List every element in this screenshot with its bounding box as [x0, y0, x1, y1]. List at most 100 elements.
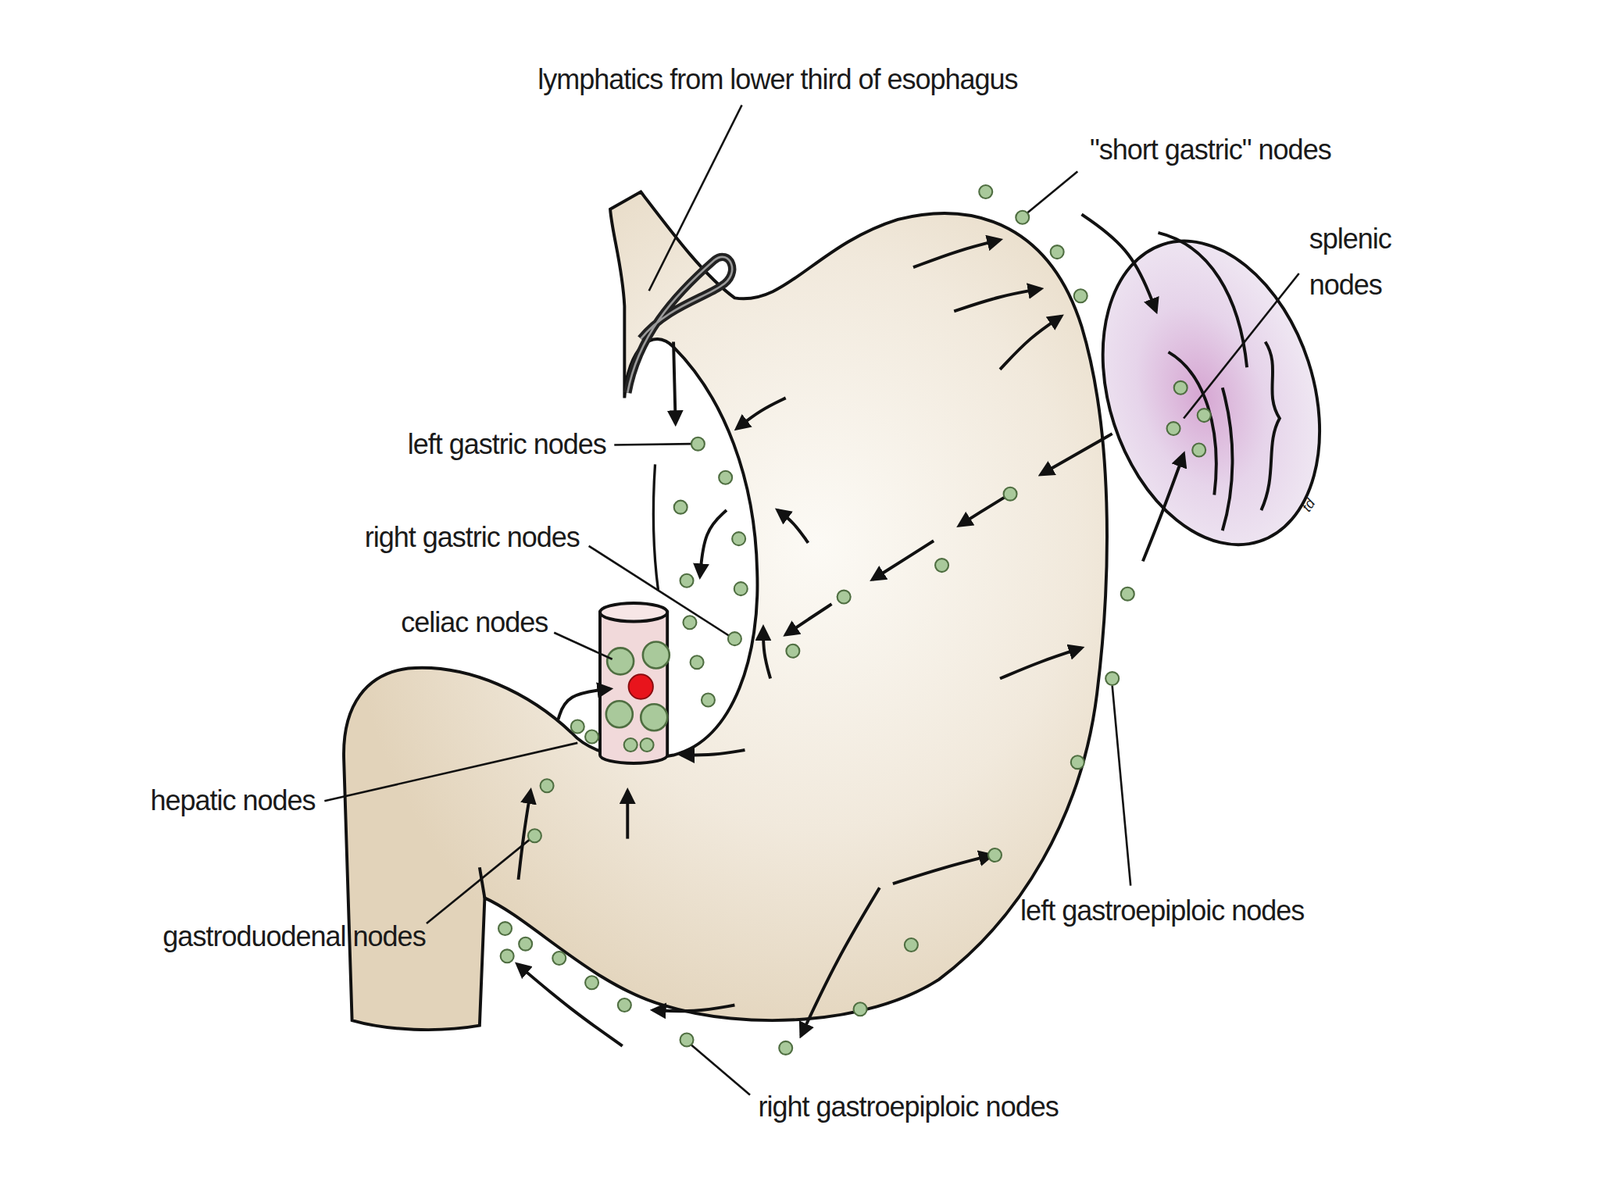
flow-arrow	[1081, 214, 1156, 311]
flow-arrow	[800, 887, 880, 1036]
lymph-node-dot	[1167, 421, 1181, 436]
lymph-node-dot	[1015, 210, 1029, 225]
flow-arrow	[953, 289, 1041, 312]
flow-arrow	[736, 397, 786, 429]
callout-label: right gastroepiploic nodes	[757, 1090, 1058, 1125]
leader-line	[589, 546, 732, 637]
callout-label: hepatic nodes	[150, 784, 315, 818]
spleen-hilum	[1157, 232, 1247, 368]
flow-arrow	[1142, 453, 1184, 561]
lymph-node-dot	[785, 644, 800, 658]
flow-arrow	[892, 855, 993, 885]
spleen-hilum	[1222, 387, 1233, 531]
leader-line	[614, 443, 692, 445]
callout-label: lymphatics from lower third of esophagus	[537, 62, 1018, 97]
celiac-node	[607, 647, 634, 675]
celiac-artery-lumen	[628, 674, 654, 699]
flow-arrow	[681, 750, 745, 756]
lymph-node-dot	[680, 574, 694, 588]
leader-lines	[324, 105, 1299, 1096]
leader-line	[324, 742, 578, 801]
lymph-node-dot	[682, 615, 697, 629]
celiac-node	[640, 703, 668, 731]
lymph-node-dot	[624, 738, 638, 752]
leader-line	[426, 839, 531, 924]
flow-arrow	[625, 790, 629, 839]
flow-arrow	[557, 689, 611, 720]
lymph-node-dot	[701, 693, 715, 708]
lymph-node-dot	[1121, 587, 1135, 601]
flow-arrow	[1000, 316, 1061, 370]
lymph-node-dot	[1197, 408, 1211, 422]
lymph-node-dot	[1003, 487, 1018, 501]
lymph-node-dot	[691, 437, 705, 451]
leader-line	[1112, 685, 1132, 886]
lymph-node-dot	[1105, 671, 1119, 686]
flow-arrow	[673, 342, 676, 424]
lymph-node-dot	[734, 582, 748, 596]
lymph-node-dot	[778, 1041, 793, 1055]
flow-arrow	[653, 1005, 735, 1012]
flow-arrow	[763, 627, 771, 679]
flow-arrow	[700, 510, 727, 577]
celiac-cylinder	[600, 612, 668, 764]
celiac-node	[642, 642, 670, 669]
leader-line	[1024, 171, 1078, 215]
lymph-node-dot	[571, 719, 585, 733]
flow-arrow	[872, 540, 934, 580]
lymph-node-dot	[988, 848, 1002, 862]
lymph-node-dot	[728, 632, 742, 646]
callout-label: celiac nodes	[400, 605, 548, 640]
lymph-node-dot	[978, 185, 993, 199]
flow-arrow	[1040, 433, 1112, 475]
flow-arrow	[517, 964, 623, 1046]
lymph-node-dot	[1050, 245, 1065, 259]
duodenum-edge	[479, 867, 486, 898]
leader-line	[553, 632, 612, 660]
callout-label: gastroduodenal nodes	[162, 919, 425, 954]
lymph-node-dot	[674, 500, 688, 515]
lymph-node-dot	[498, 921, 512, 936]
lymph-node-dot	[680, 1032, 694, 1047]
lymph-node-dot	[518, 937, 533, 951]
spleen-notch	[1260, 342, 1280, 511]
callout-label: left gastric nodes	[407, 428, 607, 462]
flow-arrow	[913, 239, 1000, 268]
esophageal-lymphatic	[627, 257, 733, 393]
celiac-cylinder-top	[600, 603, 668, 622]
flow-arrow	[1000, 647, 1082, 679]
lymph-node-dot	[718, 471, 733, 485]
lymph-node-dot	[904, 938, 918, 952]
lymph-node-dot	[732, 532, 746, 546]
spleen-outline	[1065, 212, 1357, 573]
lymph-node-dot	[853, 1002, 868, 1016]
celiac-trunk	[600, 603, 670, 764]
leader-line	[649, 105, 743, 292]
lymph-node-dot	[837, 590, 851, 604]
lymph-node-dot	[585, 975, 599, 990]
lymph-node-dot	[617, 998, 632, 1012]
lymph-node-dot	[640, 738, 654, 752]
lymph-node-dot	[1192, 443, 1206, 458]
callout-label: right gastric nodes	[364, 521, 580, 555]
flow-arrow	[959, 496, 1006, 526]
lymph-node-dot	[1071, 755, 1085, 769]
leader-line	[689, 1042, 750, 1096]
lymph-node-dot	[1074, 289, 1088, 303]
lymph-node-dot	[552, 951, 566, 965]
lymph-node-dot	[528, 828, 542, 843]
callout-label: left gastroepiploic nodes	[1020, 894, 1304, 929]
flow-arrow	[777, 510, 808, 543]
lesser-curvature-vessel	[653, 464, 658, 590]
callout-label: splenic nodes	[1309, 215, 1433, 309]
celiac-node	[606, 700, 633, 728]
lymph-node-dot	[690, 655, 704, 669]
leader-line	[1183, 273, 1300, 418]
lymph-node-dot	[540, 778, 554, 793]
lymph-node-dot	[935, 558, 949, 572]
esophageal-lymphatic-core	[627, 257, 733, 393]
lymph-node-dot	[500, 949, 515, 963]
lymph-node-dot	[585, 730, 599, 744]
